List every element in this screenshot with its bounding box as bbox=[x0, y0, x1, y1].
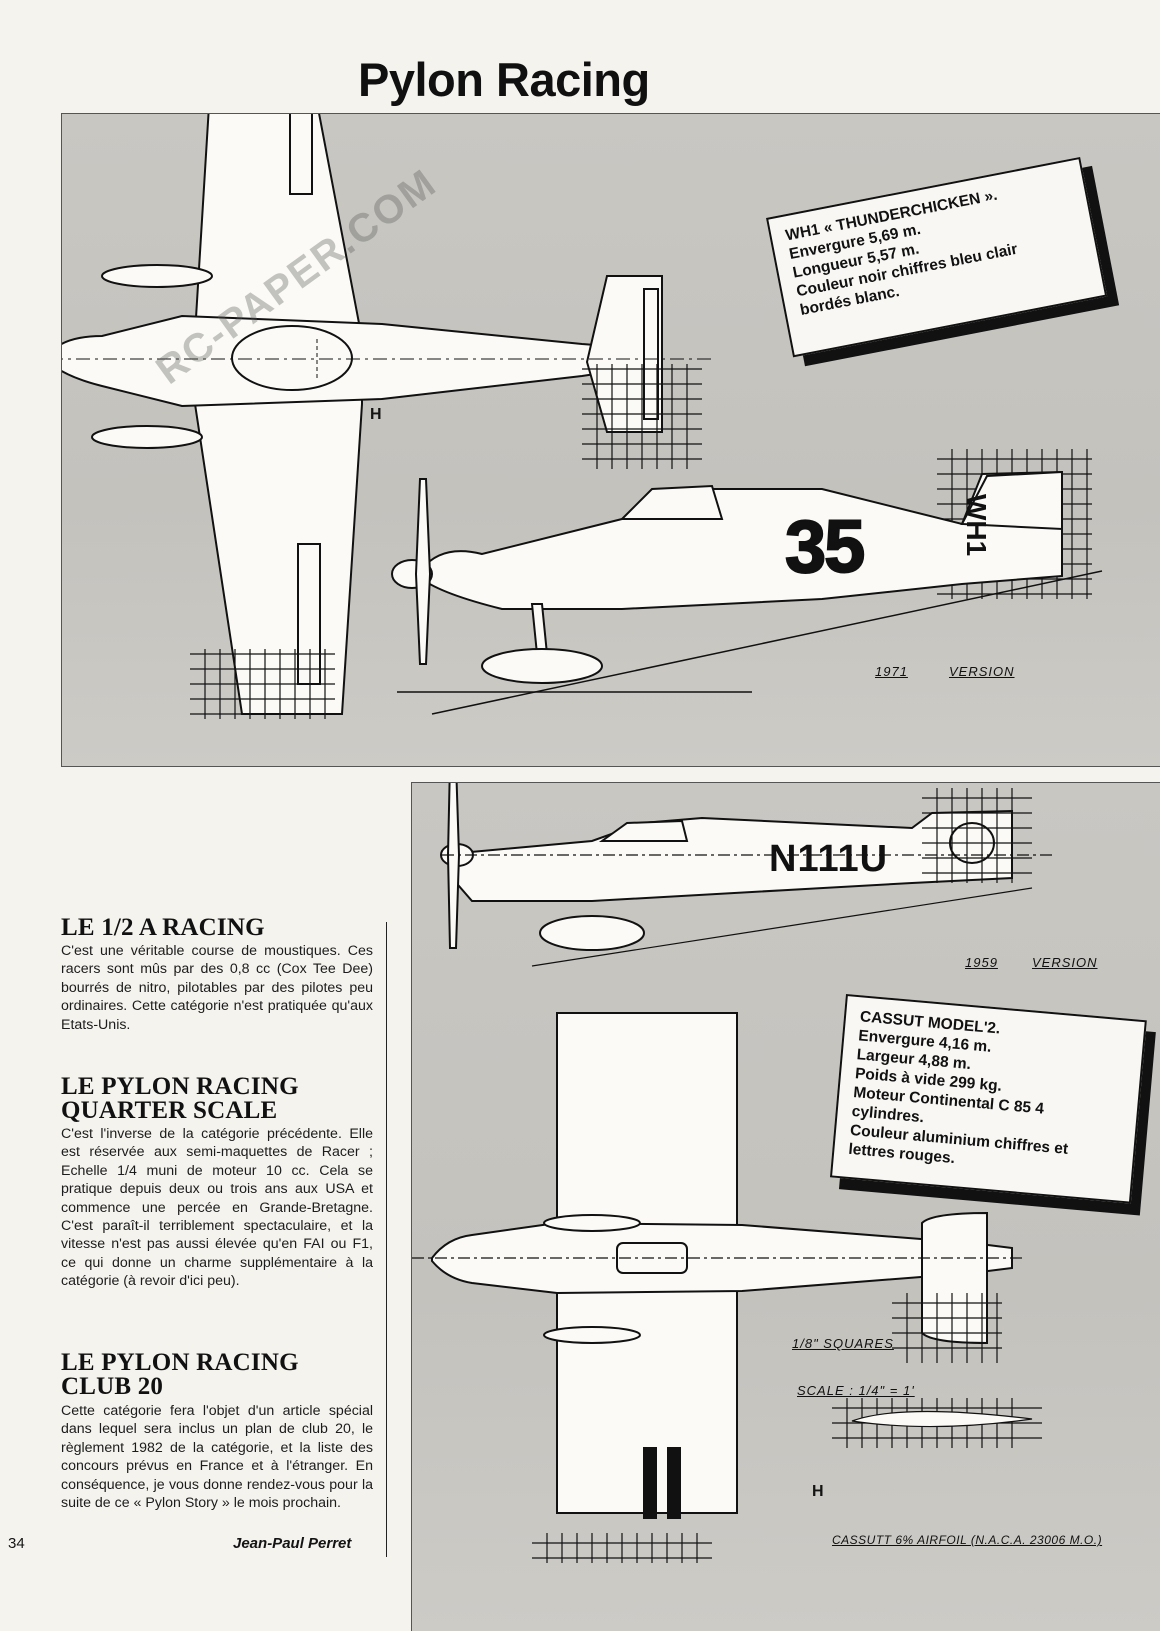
side-wheelpant bbox=[481, 648, 603, 684]
cassutt-plan-wheelpant-upper bbox=[543, 1214, 641, 1232]
side-propeller bbox=[414, 478, 432, 665]
side-fin bbox=[960, 470, 1063, 531]
top-aileron-upper bbox=[289, 114, 313, 195]
cassutt-side-grid bbox=[922, 788, 1032, 883]
top-version-label: VERSION bbox=[949, 664, 1015, 679]
article-author: Jean-Paul Perret bbox=[233, 1535, 352, 1552]
cassutt-three-view bbox=[412, 783, 1052, 1563]
cassutt-scale-note: SCALE : 1/4" = 1' bbox=[797, 1383, 915, 1398]
cassutt-side-fuselage bbox=[450, 809, 1013, 902]
bottom-drawing-panel: N111U 1959 VERSION 1/8" SQUARES SCALE : … bbox=[411, 782, 1160, 1631]
cassutt-airfoil-section bbox=[851, 1410, 1033, 1428]
cassutt-spec-box: CASSUT MODEL'2. Envergure 4,16 m. Largeu… bbox=[829, 994, 1147, 1204]
section-heading-club-20: LE PYLON RACING CLUB 20 bbox=[61, 1349, 299, 1400]
top-ground-line bbox=[431, 570, 1103, 715]
cassutt-plan-grid bbox=[892, 1293, 1002, 1363]
top-canopy bbox=[231, 325, 353, 391]
cassutt-side-propeller bbox=[446, 783, 461, 949]
cassutt-squares-note: 1/8" SQUARES bbox=[792, 1336, 894, 1351]
section-heading-quarter-scale: LE PYLON RACING QUARTER SCALE bbox=[61, 1073, 299, 1124]
section-body-half-a: C'est une véritable course de moustiques… bbox=[61, 943, 373, 1033]
page-title: Pylon Racing bbox=[358, 53, 650, 106]
top-registration: WH1 bbox=[961, 494, 992, 557]
top-wheelpant-lower bbox=[91, 425, 203, 449]
cassutt-airfoil-note: CASSUTT 6% AIRFOIL (N.A.C.A. 23006 M.O.) bbox=[832, 1533, 1103, 1547]
cassutt-station-mark: H bbox=[812, 1483, 824, 1500]
top-wing-outline bbox=[194, 114, 363, 715]
cassutt-side-wheelpant bbox=[539, 915, 645, 951]
page-number: 34 bbox=[8, 1535, 25, 1552]
section-body-quarter-scale: C'est l'inverse de la catégorie précéden… bbox=[61, 1126, 373, 1290]
section-heading-half-a: LE 1/2 A RACING bbox=[61, 914, 265, 941]
cassutt-registration-bar bbox=[643, 1447, 657, 1519]
cassutt-version-label: VERSION bbox=[1032, 955, 1098, 970]
cassutt-plan-tailplane bbox=[921, 1211, 988, 1345]
column-rule bbox=[386, 922, 387, 1557]
top-race-number: 35 bbox=[784, 504, 866, 589]
side-canopy bbox=[619, 484, 724, 520]
cassutt-registration: N111U bbox=[769, 838, 889, 880]
top-wheelpant-upper bbox=[101, 264, 213, 288]
cassutt-plan-wheelpant-lower bbox=[543, 1326, 641, 1344]
top-grid-tail bbox=[582, 364, 702, 469]
top-version-year: 1971 bbox=[875, 664, 908, 679]
top-grid-wingtip bbox=[190, 649, 335, 719]
top-aileron-lower bbox=[297, 543, 321, 685]
thunderchicken-three-view bbox=[62, 114, 1103, 719]
section-body-club-20: Cette catégorie fera l'objet d'un articl… bbox=[61, 1403, 373, 1512]
top-station-mark: H bbox=[370, 406, 382, 423]
cassutt-version-year: 1959 bbox=[965, 955, 998, 970]
cassutt-wingtip-grid bbox=[532, 1533, 712, 1563]
cassutt-side-canopy bbox=[598, 819, 689, 842]
side-gear-leg bbox=[530, 603, 549, 655]
